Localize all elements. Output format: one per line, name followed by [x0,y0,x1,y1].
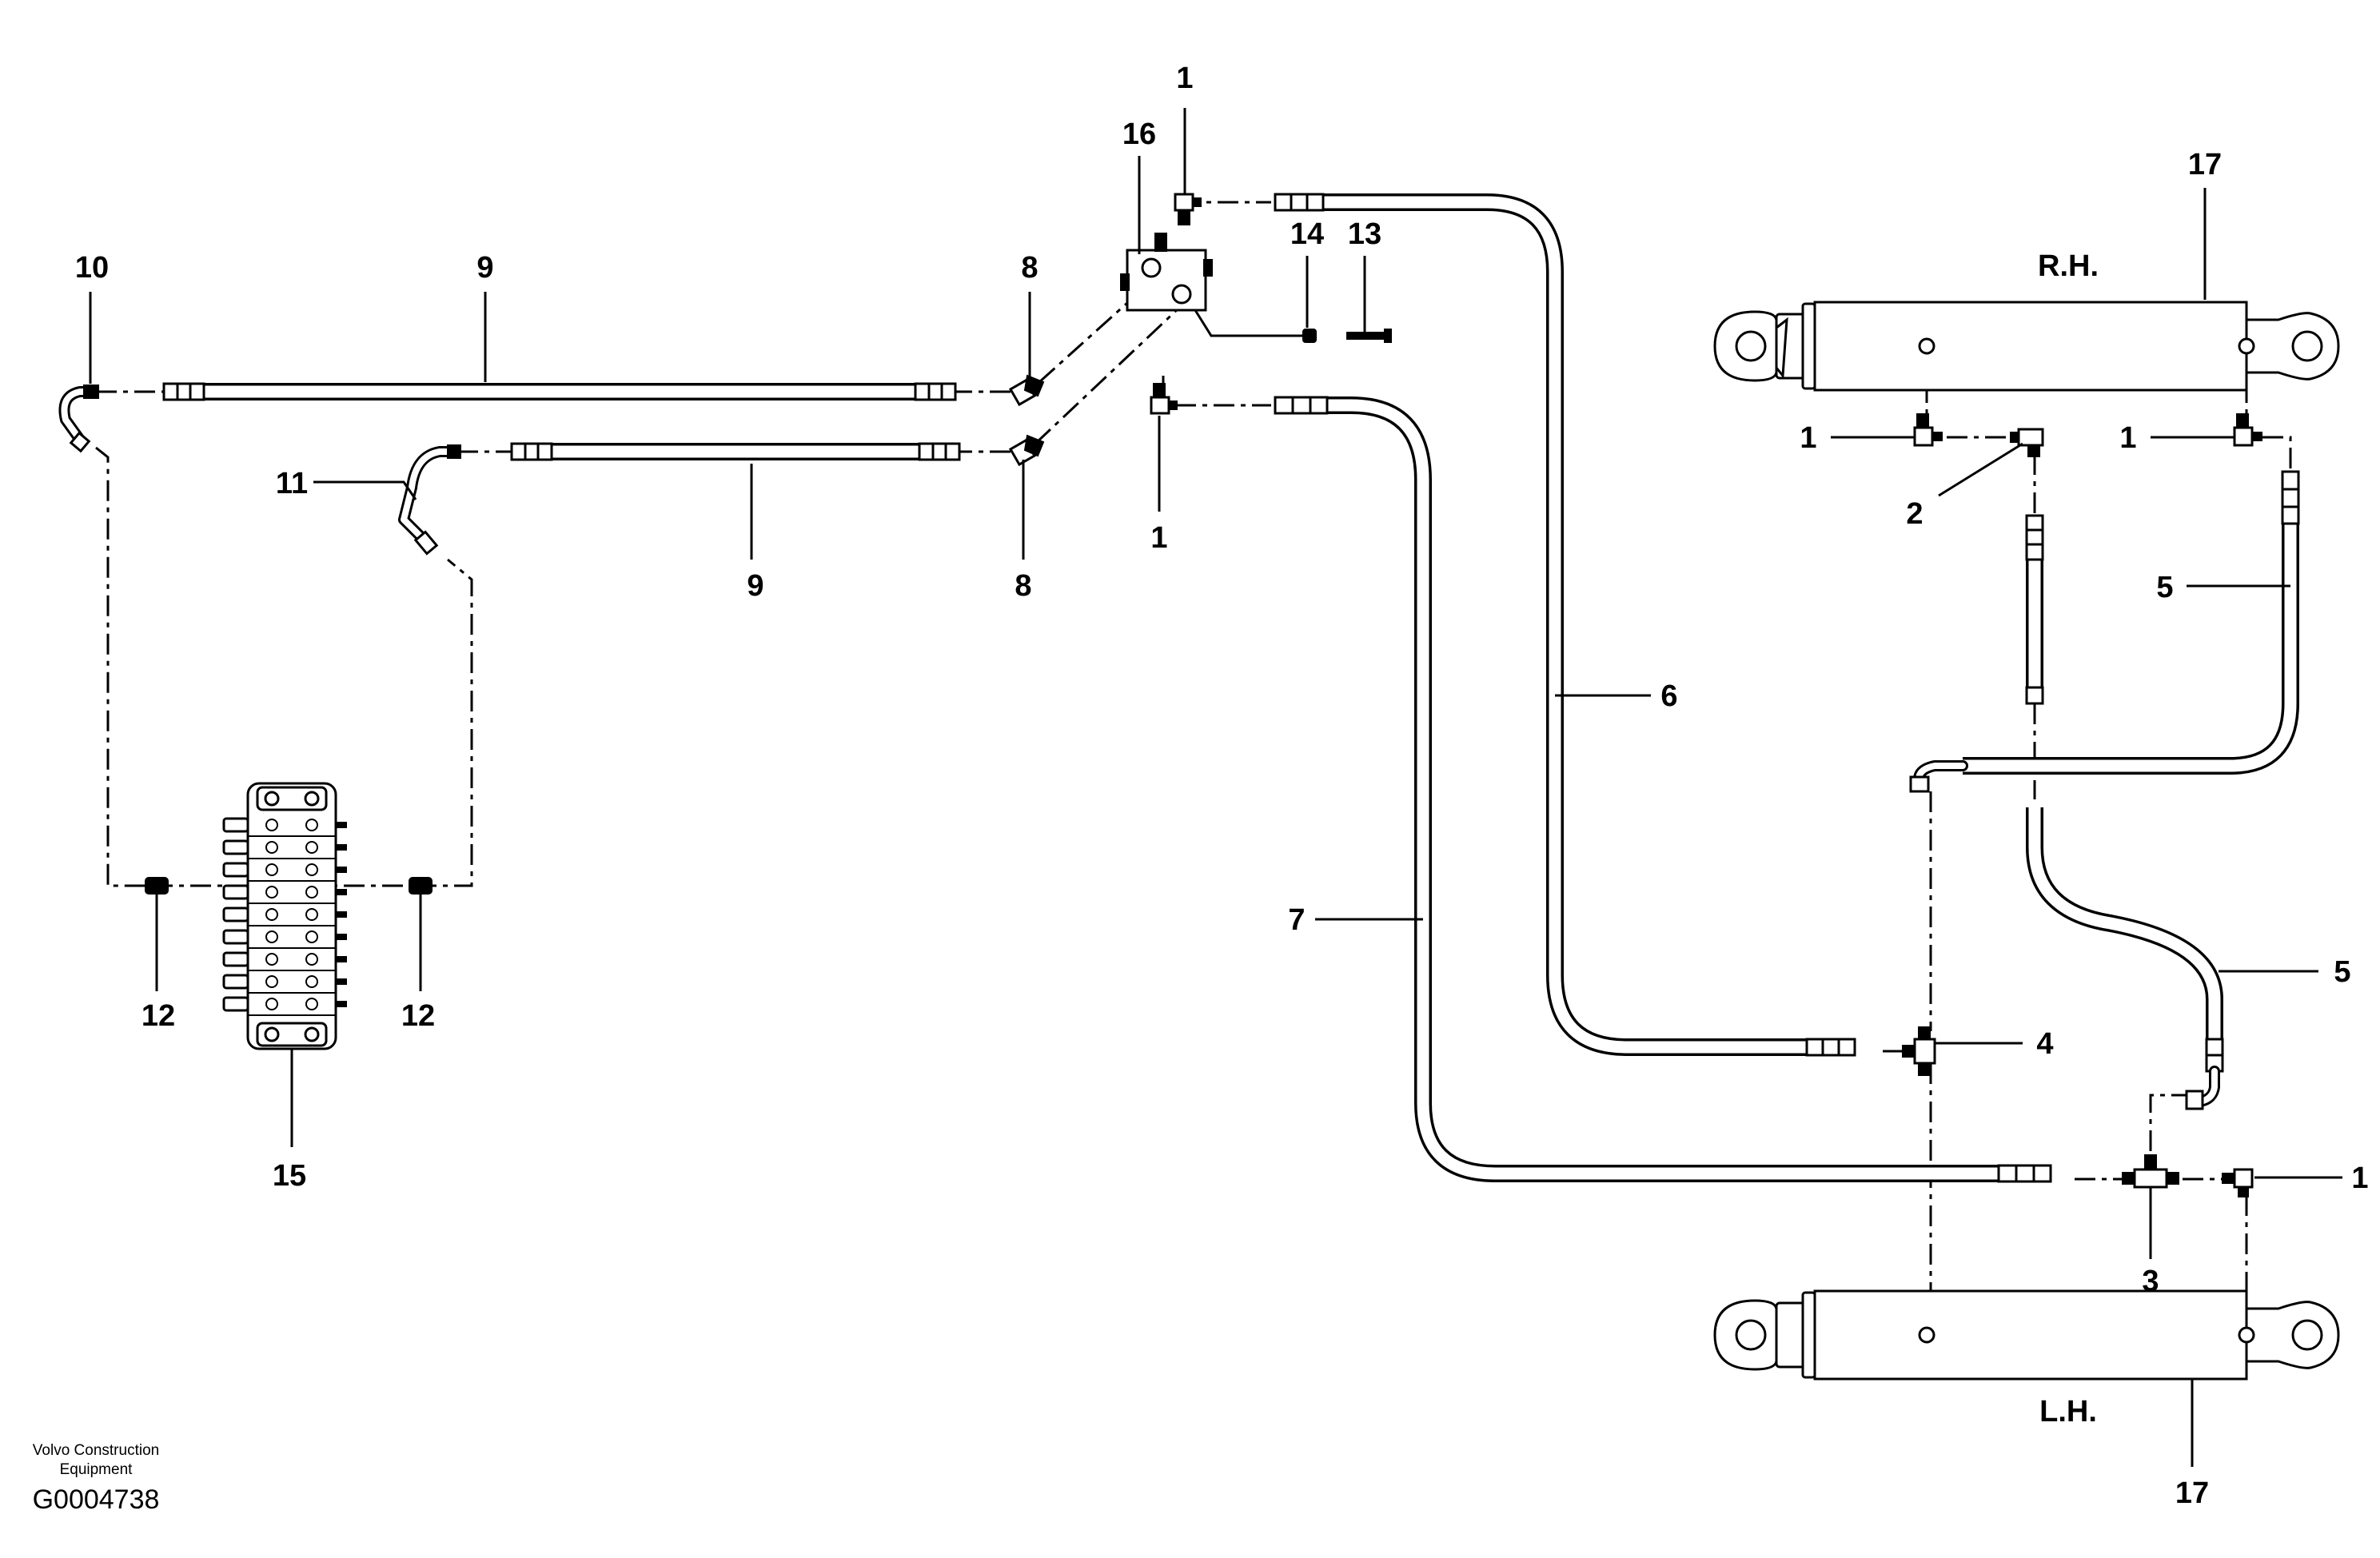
control-valve-bank-15 [222,782,347,1050]
elbow-fitting-1-top [1174,193,1202,225]
valve-section-part [336,822,347,828]
valve-section-part [336,844,347,851]
valve-section-part [305,841,318,854]
valve-section-part [265,953,278,966]
callout-4: 4 [2036,1027,2053,1061]
valve-section-part [305,863,318,876]
callout-2: 2 [1906,497,1923,531]
union-12-right [409,877,433,895]
callout-10: 10 [75,251,109,285]
valve-section-part [305,886,318,899]
callout-3: 3 [2142,1265,2159,1298]
union-12-left [145,877,169,895]
callout-11: 11 [276,467,308,500]
elbow-fitting-hose-5-lower [2185,1066,2220,1110]
callout-5-lower: 5 [2334,955,2350,989]
valve-section-part [305,908,318,921]
side-labels: R.H. L.H. [2038,249,2099,1428]
label-rh: R.H. [2038,249,2099,283]
valve-section-part [265,930,278,943]
pipe-11 [398,444,461,556]
valve-section-part [336,934,347,940]
callout-1-top: 1 [1176,62,1193,95]
cylinder-17-lh [1713,1289,2340,1381]
valve-section-part [222,862,249,878]
callout-14: 14 [1290,217,1324,251]
callout-1-lower-right: 1 [2351,1162,2368,1195]
callout-5-upper: 5 [2156,571,2173,604]
valve-section-part [222,884,249,900]
footer: Volvo Construction Equipment G0004738 [33,1442,160,1515]
valve-section-part [265,841,278,854]
valve-section-part [305,953,318,966]
valve-section-part [336,867,347,873]
valve-section-part [265,998,278,1010]
valve-section-part [265,863,278,876]
elbow-fitting-8-upper [1008,374,1045,407]
tee-fitting-4 [1902,1026,1936,1076]
valve-block-16 [1120,233,1299,337]
drawing-number: G0004738 [33,1484,160,1515]
sensor-13 [1346,329,1392,343]
label-lh: L.H. [2039,1395,2097,1428]
valve-section-part [336,978,347,985]
plug-14 [1302,329,1317,343]
company-name-line1: Volvo Construction [33,1442,159,1459]
valve-section-part [222,929,249,945]
valve-section-part [265,975,278,988]
callout-1-rh-right: 1 [2119,421,2136,455]
valve-section-part [336,956,347,962]
elbow-fitting-1-rh-left [1913,413,1943,447]
valve-section-part [336,889,347,895]
valve-section-part [305,930,318,943]
valve-section-part [222,974,249,990]
callout-1-rh-left: 1 [1800,421,1816,455]
valve-section-part [336,1001,347,1007]
company-name-line2: Equipment [60,1461,134,1478]
valve-section-part [222,907,249,922]
callout-12-right: 12 [401,999,435,1033]
valve-section-part [305,819,318,831]
valve-section-part [336,911,347,918]
valve-section-part [265,819,278,831]
elbow-fitting-1-mid [1150,383,1178,415]
callout-6: 6 [1660,679,1677,713]
callout-16: 16 [1122,118,1156,151]
elbow-fitting-8-lower [1008,434,1045,467]
valve-section-part [305,975,318,988]
callout-15: 15 [273,1159,306,1193]
callout-17-top: 17 [2188,148,2222,181]
callout-13: 13 [1348,217,1381,251]
cylinder-17-rh [1713,301,2340,392]
tee-fitting-2 [2010,428,2044,457]
valve-section-part [222,996,249,1012]
callout-12-left: 12 [142,999,175,1033]
valve-section-part [222,839,249,855]
callout-8-upper: 8 [1021,251,1038,285]
callout-9-lower: 9 [747,569,763,603]
valve-section-part [265,886,278,899]
valve-section-part [305,998,318,1010]
pipe-10 [58,385,99,453]
elbow-fitting-1-rh-right [2233,413,2262,447]
callout-1-mid: 1 [1150,521,1167,555]
elbow-fitting-hose-5-upper [1909,760,1968,793]
valve-section-part [222,817,249,833]
tee-fitting-3 [2122,1154,2179,1189]
callout-7: 7 [1288,903,1305,937]
callout-numbers: 10 9 11 9 8 8 16 1 1 14 13 12 12 15 6 7 … [75,62,2369,1510]
hoses [204,193,2299,1182]
callout-8-lower: 8 [1015,569,1031,603]
callout-17-bottom: 17 [2175,1476,2209,1510]
leader-lines [89,108,2342,1467]
callout-9-upper: 9 [476,251,493,285]
elbow-fitting-1-lower-right [2222,1168,2254,1197]
valve-section-part [265,908,278,921]
hose-end-fittings [162,193,2300,1183]
valve-section-part [222,951,249,967]
